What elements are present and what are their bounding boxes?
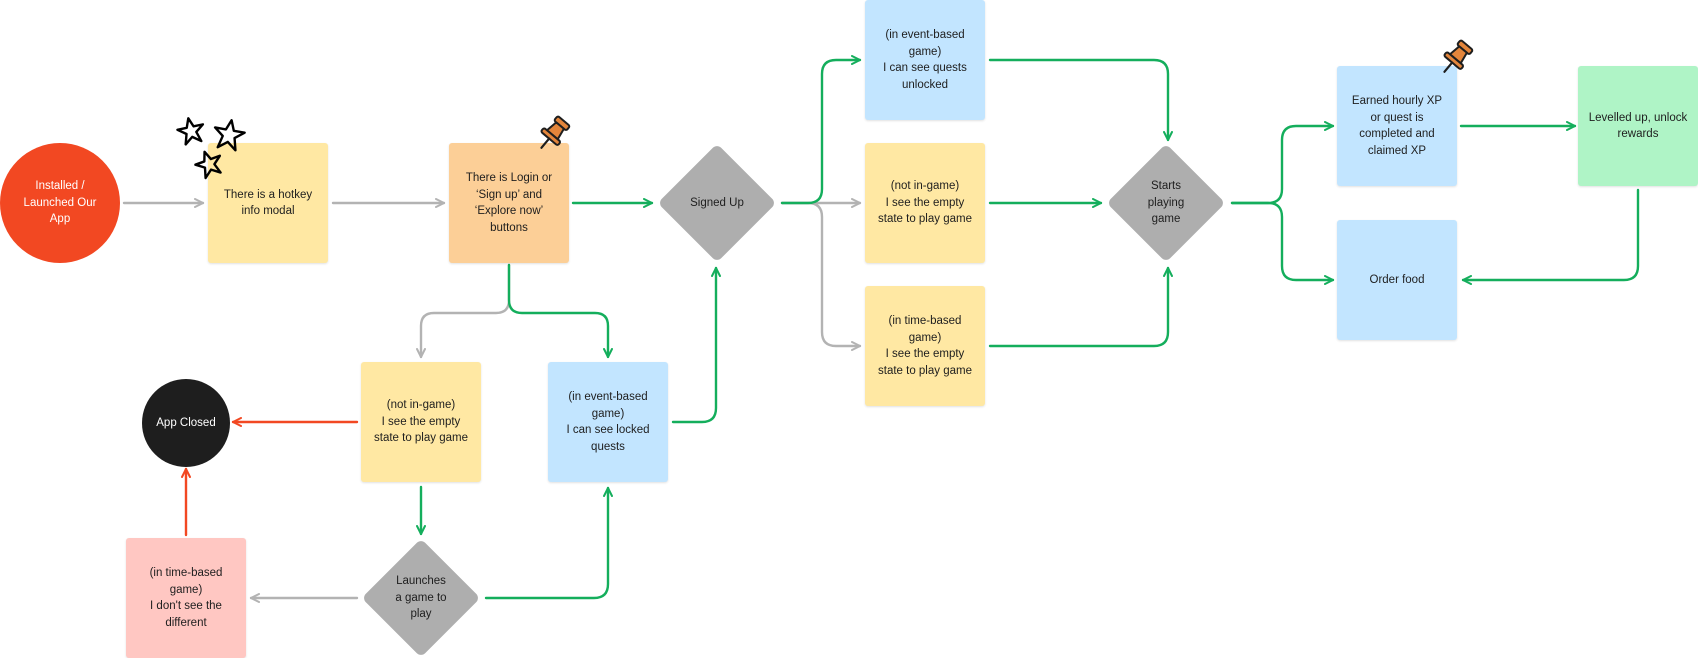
connector-time-based-to-starts [988, 266, 1173, 348]
event-unlocked-sticky[interactable]: (in event-based game) I can see quests u… [865, 0, 985, 120]
installed-start-node[interactable]: Installed / Launched Our App [0, 143, 120, 263]
levelled-up-label: Levelled up, unlock rewards [1588, 111, 1688, 141]
time-based-top-label: (in time-based game) I see the empty sta… [878, 315, 972, 377]
connector-login-to-not-ingame [416, 263, 511, 359]
push-pin-icon [540, 115, 571, 149]
order-food-label: Order food [1369, 273, 1425, 286]
time-based-bottom-label: (in time-based game) I don't see the dif… [149, 567, 223, 629]
connector-event-unlocked-to-starts [988, 58, 1173, 142]
time-based-top-sticky[interactable]: (in time-based game) I see the empty sta… [865, 286, 985, 406]
app-closed-node[interactable]: App Closed [142, 379, 230, 467]
connector-starts-to-earned-xp [1230, 121, 1335, 205]
connector-starts-to-order-food [1230, 201, 1335, 285]
star-stamp-icon [194, 150, 222, 180]
login-buttons-sticky[interactable]: There is Login or ‘Sign up’ and ‘Explore… [449, 143, 569, 263]
event-locked-label: (in event-based game) I can see locked q… [566, 391, 650, 453]
not-ingame-top-label: (not in-game) I see the empty state to p… [878, 180, 972, 226]
app-closed-label: App Closed [156, 416, 216, 429]
connector-event-locked-to-signed [671, 266, 721, 424]
push-pin-icon [1443, 39, 1474, 73]
connector-login-to-event-locked [507, 263, 613, 359]
earned-xp-label: Earned hourly XP or quest is completed a… [1351, 95, 1443, 157]
starts-playing-label: Starts playing game [1147, 180, 1185, 226]
not-ingame-bottom-sticky[interactable]: (not in-game) I see the empty state to p… [361, 362, 481, 482]
star-stamp-icon [176, 117, 205, 146]
login-buttons-label: There is Login or ‘Sign up’ and ‘Explore… [465, 172, 553, 234]
connector-levelled-to-order-food [1461, 188, 1640, 285]
event-locked-sticky[interactable]: (in event-based game) I can see locked q… [548, 362, 668, 482]
time-based-bottom-sticky[interactable]: (in time-based game) I don't see the dif… [126, 538, 246, 658]
not-ingame-top-sticky[interactable]: (not in-game) I see the empty state to p… [865, 143, 985, 263]
signed-up-decision[interactable]: Signed Up [657, 143, 777, 263]
not-ingame-bottom-label: (not in-game) I see the empty state to p… [374, 399, 468, 445]
star-stamp-icon [213, 119, 246, 152]
connector-launches-to-event-locked [484, 486, 613, 600]
event-unlocked-label: (in event-based game) I can see quests u… [883, 29, 967, 91]
launches-game-decision[interactable]: Launches a game to play [361, 538, 481, 658]
levelled-up-sticky[interactable]: Levelled up, unlock rewards [1578, 66, 1698, 186]
order-food-sticky[interactable]: Order food [1337, 220, 1457, 340]
signed-up-label: Signed Up [690, 196, 744, 209]
earned-xp-sticky[interactable]: Earned hourly XP or quest is completed a… [1337, 66, 1457, 186]
installed-start-label: Installed / Launched Our App [23, 180, 97, 226]
starts-playing-decision[interactable]: Starts playing game [1106, 143, 1226, 263]
hotkey-modal-label: There is a hotkey info modal [223, 188, 313, 218]
hotkey-modal-sticky[interactable]: There is a hotkey info modal [208, 143, 328, 263]
connector-signed-to-time-based [780, 201, 862, 351]
connector-signed-to-event-unlocked [780, 55, 862, 205]
launches-game-label: Launches a game to play [395, 575, 447, 621]
